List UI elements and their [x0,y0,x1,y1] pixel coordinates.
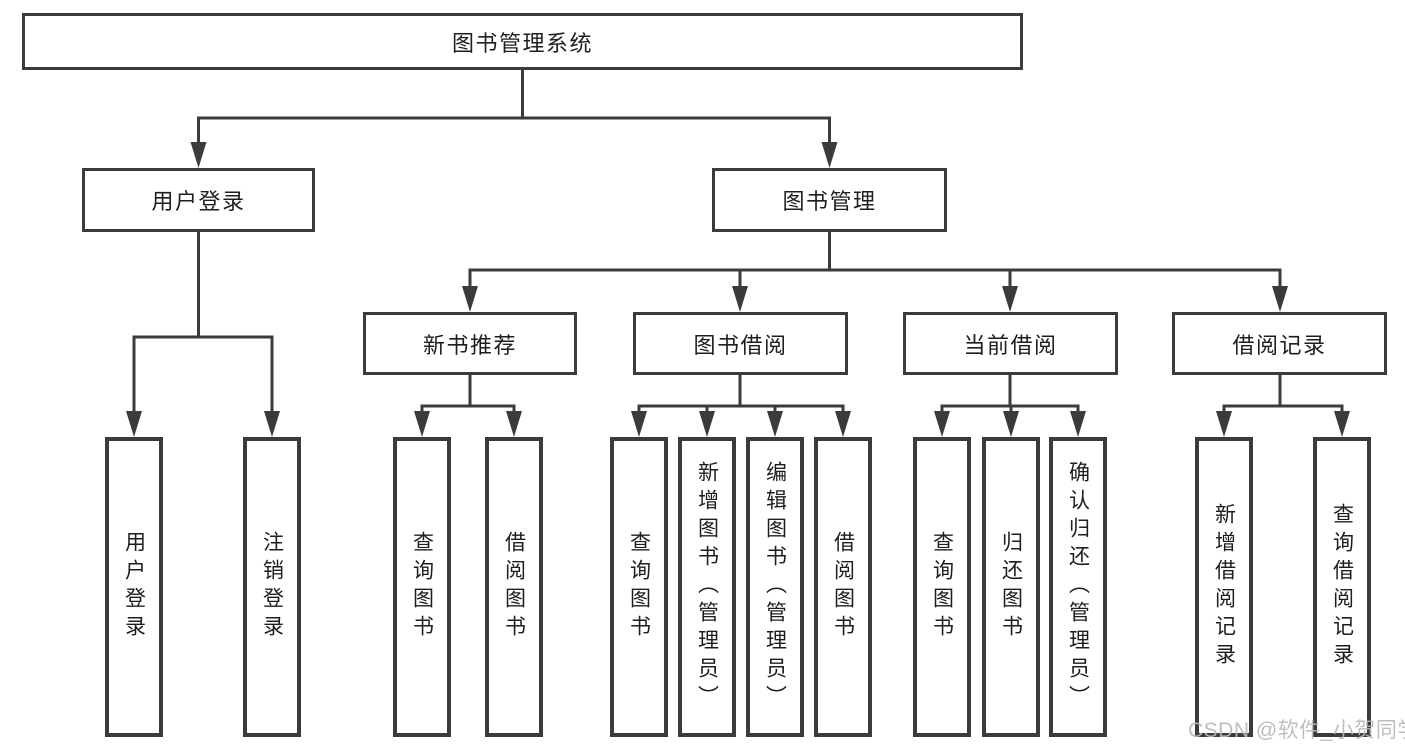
node-current-borrow: 当前借阅 [903,312,1118,375]
node-book-management: 图书管理 [712,168,947,232]
leaf-current-query-books: 查询图书 [913,437,971,737]
node-label: 用户登录 [122,531,146,643]
leaf-borrow-edit-books-admin: 编辑图书（管理员） [746,437,804,737]
node-new-book-recommend: 新书推荐 [363,312,577,375]
node-label: 归还图书 [999,531,1023,643]
node-label: 查询图书 [930,531,954,643]
node-book-management-system: 图书管理系统 [22,13,1023,70]
node-label: 查询图书 [627,531,651,643]
leaf-newbook-query-books: 查询图书 [393,437,451,737]
leaf-current-return-books: 归还图书 [982,437,1040,737]
leaf-borrow-query-books: 查询图书 [610,437,668,737]
leaf-borrow-borrow-books: 借阅图书 [814,437,872,737]
leaf-record-query-borrow-record: 查询借阅记录 [1313,437,1371,737]
leaf-record-add-borrow-record: 新增借阅记录 [1195,437,1253,737]
node-borrow-record: 借阅记录 [1172,312,1387,375]
csdn-watermark: CSDN @软件_小贺同学 [1188,719,1405,742]
node-label: 借阅记录 [1232,332,1327,358]
node-label: 注销登录 [260,531,284,643]
node-label: 新增图书（管理员） [695,461,719,713]
node-label: 新书推荐 [422,332,517,358]
node-label: 确认归还（管理员） [1066,461,1090,713]
leaf-user-login: 用户登录 [105,437,163,737]
node-label: 借阅图书 [502,531,526,643]
node-label: 查询图书 [410,531,434,643]
node-label: 借阅图书 [831,531,855,643]
leaf-newbook-borrow-books: 借阅图书 [485,437,543,737]
node-book-borrow: 图书借阅 [633,312,848,375]
leaf-logout: 注销登录 [243,437,301,737]
leaf-current-confirm-return-admin: 确认归还（管理员） [1049,437,1107,737]
node-label: 图书借阅 [693,332,788,358]
node-label: 新增借阅记录 [1212,503,1236,671]
node-label: 图书管理 [782,189,877,214]
node-label: 查询借阅记录 [1330,503,1354,671]
leaf-borrow-add-books-admin: 新增图书（管理员） [678,437,736,737]
node-label: 图书管理系统 [451,30,593,56]
node-label: 当前借阅 [963,332,1058,358]
node-label: 用户登录 [151,189,246,214]
node-label: 编辑图书（管理员） [763,461,787,713]
node-user-login: 用户登录 [82,168,315,232]
